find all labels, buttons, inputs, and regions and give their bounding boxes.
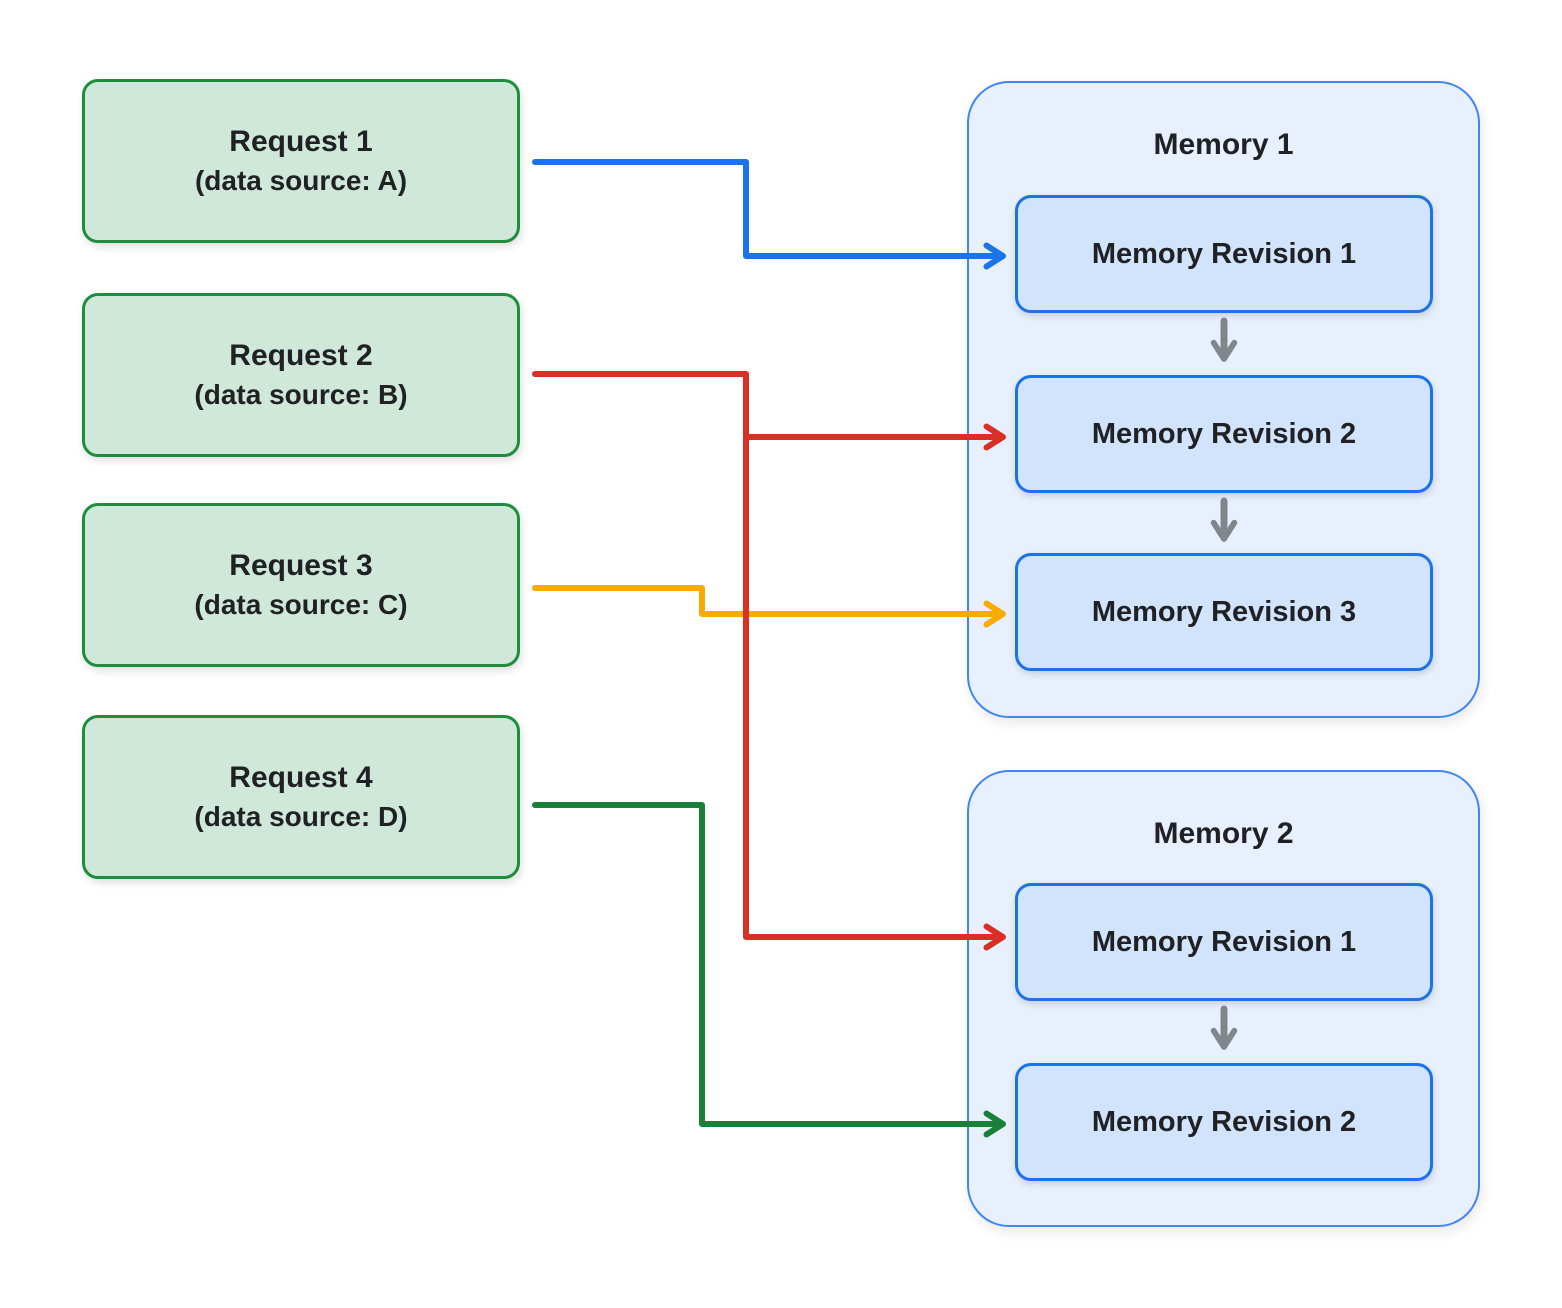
request-1-box: Request 1 (data source: A) <box>82 79 520 243</box>
memory-2-revision-1: Memory Revision 1 <box>1015 883 1433 1001</box>
memory-2-title: Memory 2 <box>1153 817 1294 850</box>
connector-request4-to-memory2-rev2 <box>532 802 1006 1138</box>
request-2-subtitle: (data source: B) <box>194 379 408 410</box>
memory-1-revision-1: Memory Revision 1 <box>1015 195 1433 313</box>
memory-1-revision-3: Memory Revision 3 <box>1015 553 1433 671</box>
request-4-box: Request 4 (data source: D) <box>82 715 520 879</box>
request-3-subtitle: (data source: C) <box>194 589 408 620</box>
request-4-subtitle: (data source: D) <box>194 801 408 832</box>
memory-1-title: Memory 1 <box>1153 128 1294 161</box>
connector-request1-to-memory1-rev1 <box>532 159 1006 270</box>
request-2-box: Request 2 (data source: B) <box>82 293 520 457</box>
request-3-box: Request 3 (data source: C) <box>82 503 520 667</box>
memory-2-revision-2: Memory Revision 2 <box>1015 1063 1433 1181</box>
connector-request3-to-memory1-rev3 <box>532 585 1006 628</box>
memory-1-revision-2: Memory Revision 2 <box>1015 375 1433 493</box>
connector-request2-to-memory1-rev2 <box>532 371 1006 451</box>
request-1-subtitle: (data source: A) <box>194 165 408 196</box>
memory-1-container: Memory 1 Memory Revision 1 Memory Revisi… <box>967 81 1480 718</box>
connector-request2-to-memory2-rev1 <box>743 434 1006 951</box>
request-4-title: Request 4 <box>229 761 373 794</box>
memory-2-container: Memory 2 Memory Revision 1 Memory Revisi… <box>967 770 1480 1227</box>
request-2-title: Request 2 <box>229 339 373 372</box>
request-3-title: Request 3 <box>229 549 373 582</box>
request-1-title: Request 1 <box>229 125 373 158</box>
